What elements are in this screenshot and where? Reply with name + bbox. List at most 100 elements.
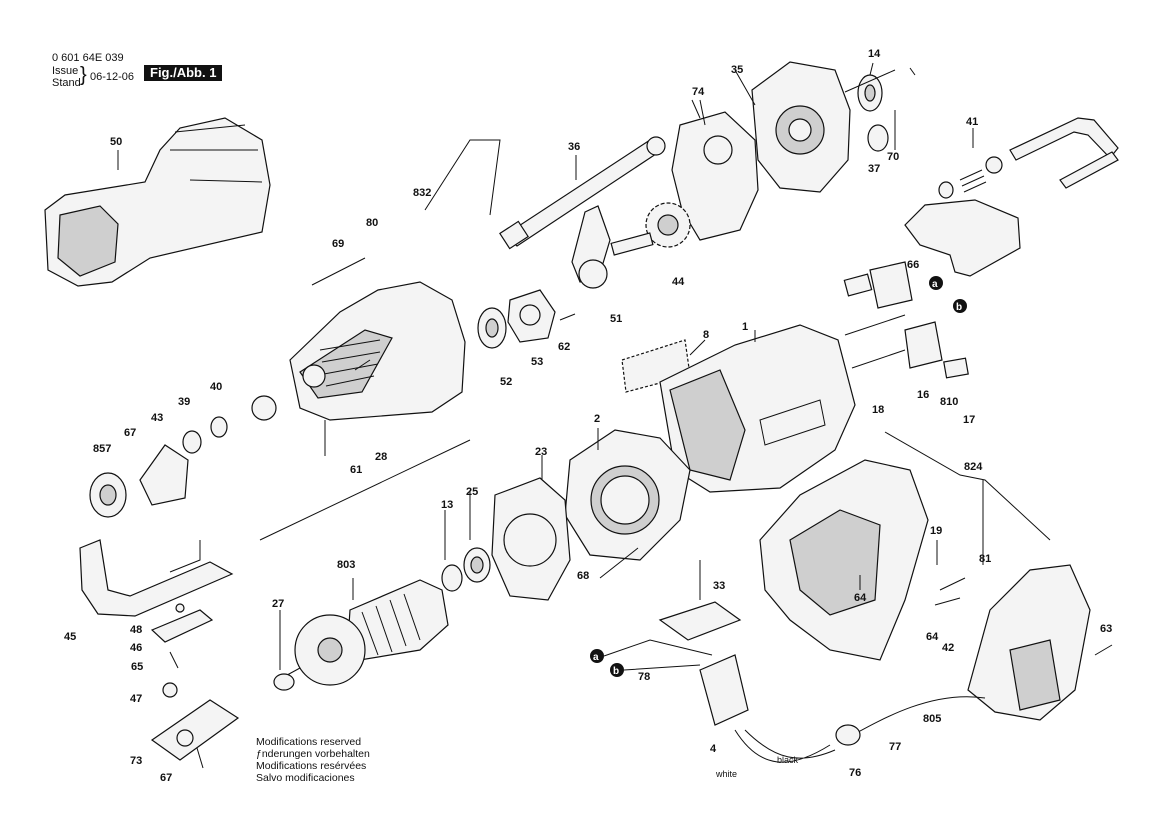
- plate-53: [507, 289, 556, 343]
- callout-805: 805: [923, 713, 941, 725]
- callout-36: 36: [568, 141, 580, 153]
- part-number: 0 601 64E 039: [52, 52, 124, 64]
- blade-clamp-lever-41: [938, 117, 1119, 199]
- callout-73: 73: [130, 755, 142, 767]
- figure-badge: Fig./Abb. 1: [144, 65, 223, 81]
- callout-50: 50: [110, 136, 122, 148]
- callout-13: 13: [441, 499, 453, 511]
- shoe-plate-46: [150, 609, 214, 643]
- callout-52: 52: [500, 376, 512, 388]
- handle-half-outer: [967, 564, 1091, 721]
- callout-48: 48: [130, 624, 142, 636]
- callout-19: 19: [930, 525, 942, 537]
- callout-42: 42: [942, 642, 954, 654]
- callout-824: 824: [964, 461, 983, 473]
- connector-b-bottom: b: [613, 666, 619, 677]
- wire-white-label: white: [715, 769, 737, 779]
- callout-65: 65: [131, 661, 143, 673]
- gear-housing-832: [289, 281, 466, 421]
- callout-16: 16: [917, 389, 929, 401]
- connector-b-top-icon: [953, 299, 967, 313]
- callout-62: 62: [558, 341, 570, 353]
- plunger-shaft-36: [499, 136, 666, 250]
- bearing-13: [441, 564, 463, 592]
- callout-67a: 67: [124, 427, 136, 439]
- callout-51: 51: [610, 313, 622, 325]
- issue-label: Issue Stand: [52, 65, 81, 89]
- callout-803: 803: [337, 559, 355, 571]
- washer-39: [182, 430, 202, 454]
- callout-25: 25: [466, 486, 478, 498]
- connector-b-bottom-icon: [610, 663, 624, 677]
- note-en: Modifications reserved: [256, 736, 362, 748]
- callout-35: 35: [731, 64, 743, 76]
- wire-black-label: black: [777, 755, 799, 765]
- note-es: Salvo modificaciones: [256, 772, 355, 784]
- callout-18: 18: [872, 404, 884, 416]
- callout-28: 28: [375, 451, 387, 463]
- support-43: [139, 444, 189, 506]
- callout-17: 17: [963, 414, 975, 426]
- shoe-45: [79, 539, 234, 617]
- callout-61: 61: [350, 464, 362, 476]
- callout-27: 27: [272, 598, 284, 610]
- callout-64a: 64: [854, 592, 867, 604]
- issue-date: 06-12-06: [90, 71, 135, 83]
- callout-37: 37: [868, 163, 880, 175]
- armature-803: [273, 579, 449, 691]
- note-de: ƒnderungen vorbehalten: [256, 748, 370, 760]
- callout-66: 66: [907, 259, 919, 271]
- bearing-25: [463, 547, 491, 583]
- callout-43: 43: [151, 412, 163, 424]
- callout-47: 47: [130, 693, 142, 705]
- callout-67b: 67: [160, 772, 172, 784]
- bearing-housing-35: [751, 61, 851, 193]
- screws: [162, 257, 1113, 769]
- callout-80: 80: [366, 217, 378, 229]
- guide-plate-74: [671, 111, 759, 241]
- nose-cover-50: [44, 117, 271, 287]
- connector-a-bottom-icon: [590, 649, 604, 663]
- callout-76: 76: [849, 767, 861, 779]
- callout-45: 45: [64, 631, 76, 643]
- brace-glyph: }: [80, 64, 87, 86]
- callout-39: 39: [178, 396, 190, 408]
- callout-23: 23: [535, 446, 547, 458]
- callout-41: 41: [966, 116, 978, 128]
- callout-63: 63: [1100, 623, 1112, 635]
- ball-bearing-14: [857, 74, 883, 112]
- connector-b-top: b: [956, 302, 962, 313]
- callout-78: 78: [638, 671, 650, 683]
- stator-2: [564, 429, 691, 561]
- air-baffle-23: [491, 477, 571, 601]
- callout-labels: 1 2 4 8 13 14 16 17 18 19 23 25 27 28 33…: [64, 48, 1112, 784]
- callout-53: 53: [531, 356, 543, 368]
- callout-68: 68: [577, 570, 589, 582]
- connector-a-bottom: a: [593, 652, 599, 663]
- callout-14: 14: [868, 48, 881, 60]
- modifications-notes: Modifications reserved ƒnderungen vorbeh…: [256, 736, 370, 784]
- note-fr: Modifications resérvées: [256, 760, 367, 772]
- callout-33: 33: [713, 580, 725, 592]
- connector-markers: a b a b: [590, 276, 967, 677]
- leader-lines: [117, 62, 1051, 670]
- power-cord-805: [734, 696, 986, 763]
- locking-collar-857: [89, 472, 127, 518]
- callout-69: 69: [332, 238, 344, 250]
- callout-64b: 64: [926, 631, 939, 643]
- connector-a-top: a: [932, 279, 938, 290]
- callout-81: 81: [979, 553, 991, 565]
- connector-a-top-icon: [929, 276, 943, 290]
- callout-70: 70: [887, 151, 899, 163]
- callout-857: 857: [93, 443, 111, 455]
- callout-2: 2: [594, 413, 600, 425]
- callout-77: 77: [889, 741, 901, 753]
- callout-8: 8: [703, 329, 709, 341]
- callout-44: 44: [672, 276, 685, 288]
- callout-46: 46: [130, 642, 142, 654]
- gear-44: [645, 202, 691, 248]
- switch-4: [699, 654, 749, 726]
- switch-plate-33: [658, 601, 742, 641]
- needle-sleeve-37: [867, 124, 889, 152]
